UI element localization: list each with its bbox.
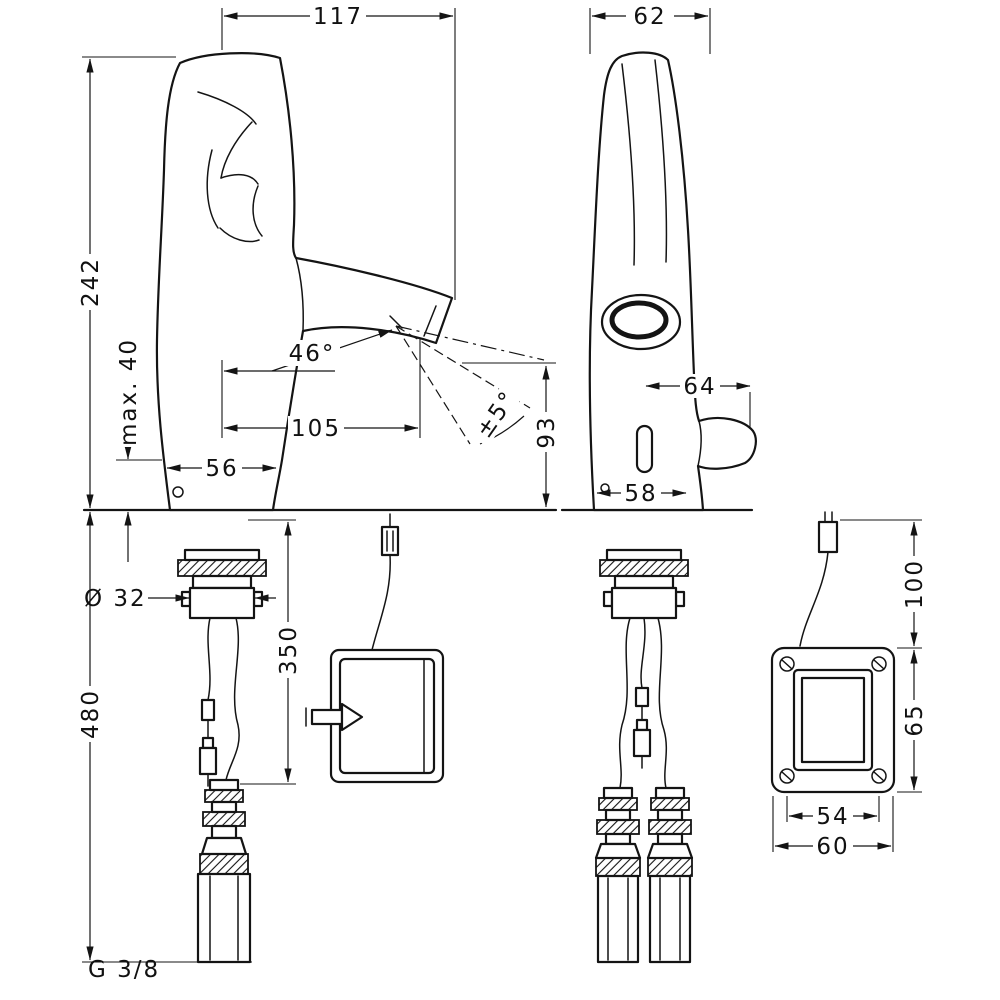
dim-label-46deg: 46° <box>289 341 336 367</box>
screw <box>779 656 795 672</box>
dim-label-max-40: max. 40 <box>116 338 142 446</box>
thread-label-g38: G 3/8 <box>88 957 160 983</box>
screw <box>871 768 887 784</box>
supply-hose <box>225 617 240 781</box>
sensor-dot <box>172 486 184 498</box>
connection-pipe <box>196 872 252 964</box>
dim-label-65: 65 <box>902 703 928 736</box>
dim-label-350: 350 <box>276 625 302 675</box>
screw <box>779 768 795 784</box>
sensor-window <box>600 293 682 351</box>
battery-plug <box>380 525 400 557</box>
dim-label-242: 242 <box>78 257 104 307</box>
dim-label-64: 64 <box>683 374 716 400</box>
battery-unit <box>305 513 445 784</box>
aerator-mark <box>389 315 403 329</box>
dim-label-117: 117 <box>313 4 363 30</box>
dim-label-100: 100 <box>902 559 928 609</box>
spray-angle-lines <box>395 325 545 445</box>
front-slot <box>635 424 654 474</box>
mounting-nut <box>177 559 267 577</box>
dim-label-480: 480 <box>78 689 104 739</box>
right-installation <box>594 548 694 964</box>
power-supply-unit <box>770 511 896 794</box>
dim-label-93: 93 <box>534 415 560 448</box>
hose-left <box>618 617 631 789</box>
spout-tip-line <box>423 305 437 337</box>
side-view-faucet <box>82 52 558 512</box>
hose-right <box>657 617 668 789</box>
dim-label-56: 56 <box>205 456 238 482</box>
power-plug <box>817 520 839 554</box>
sensor-lens <box>609 300 669 340</box>
battery-cable <box>371 554 391 651</box>
dim-label-54: 54 <box>816 804 849 830</box>
connector-screw <box>310 708 344 726</box>
dim-label-58: 58 <box>624 481 657 507</box>
screw <box>871 656 887 672</box>
cable-mid <box>640 617 646 689</box>
sensor-cable <box>207 617 211 701</box>
mounting-shaft <box>188 586 256 620</box>
spout-branch-line <box>295 257 304 332</box>
dim-label-105: 105 <box>291 416 341 442</box>
faucet-body-side <box>155 52 454 512</box>
faucet-body-front <box>588 51 757 512</box>
cable-plug <box>198 746 218 776</box>
left-installation <box>177 548 267 964</box>
dim-label-60: 60 <box>816 834 849 860</box>
handle-root-line <box>697 420 702 467</box>
dim-label-diameter-32: Ø 32 <box>84 586 147 612</box>
dim-label-62: 62 <box>633 4 666 30</box>
front-view-faucet <box>560 51 757 512</box>
power-cable <box>799 551 829 647</box>
dimension-labels: 117 62 242 max. 40 46° ±5° 105 93 56 64 … <box>78 4 928 983</box>
